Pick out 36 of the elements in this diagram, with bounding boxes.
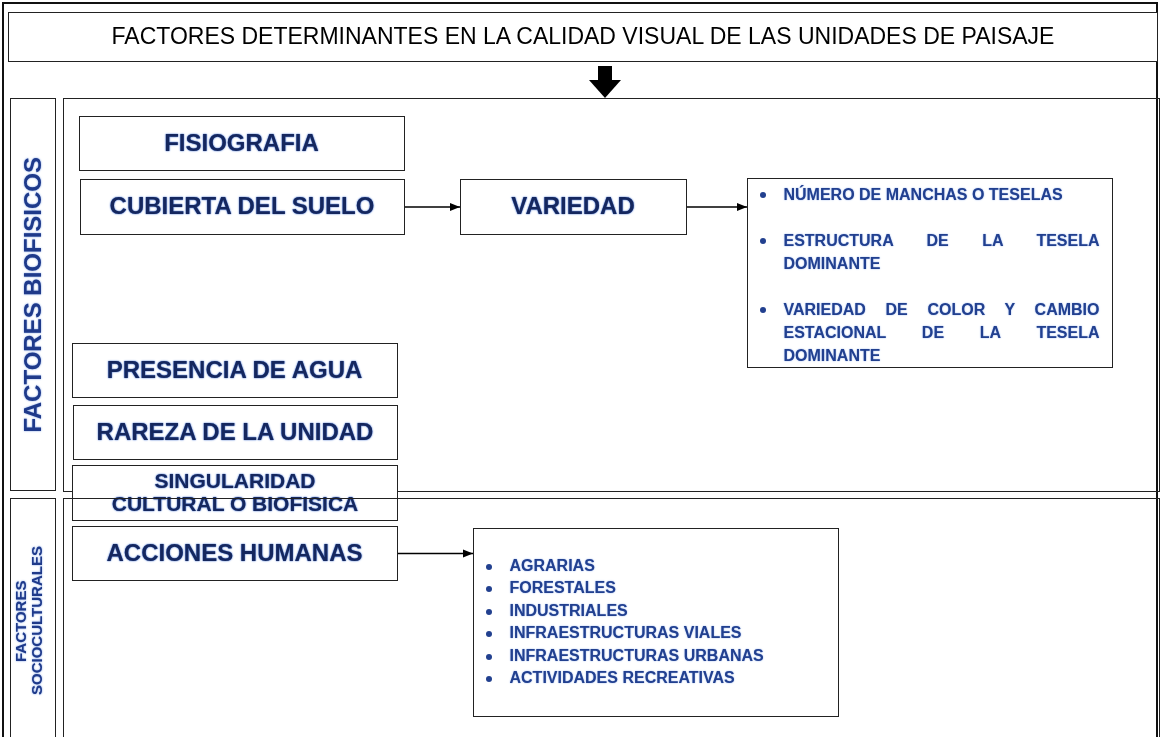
bullet-item: ACTIVIDADES RECREATIVAS [509, 668, 736, 688]
title-box [8, 12, 1158, 62]
box-label: PRESENCIA DE AGUA [106, 355, 363, 385]
factor-box [78, 115, 405, 171]
box-label: FISIOGRAFIA [164, 128, 319, 158]
bullet-list-box [472, 527, 839, 717]
vertical-label: FACTORES SOCIOCULTURALES [13, 545, 46, 697]
bullet-item: FORESTALES [509, 578, 617, 598]
side-label-box [10, 98, 56, 491]
bullet-item: NÚMERO DE MANCHAS O TESELAS [783, 184, 1064, 205]
panel [63, 98, 1160, 492]
factor-box [72, 404, 398, 460]
factor-box [79, 178, 405, 235]
bullet-item: INFRAESTRUCTURAS VIALES [509, 623, 743, 643]
arrow [589, 66, 621, 98]
box-label: VARIEDAD [511, 192, 635, 221]
bullet-list-box [746, 177, 1113, 368]
bullet-item: INDUSTRIALES [509, 600, 629, 621]
factor-box [71, 525, 398, 581]
factor-box [71, 342, 398, 398]
arrow [404, 203, 461, 211]
panel [63, 498, 1160, 737]
factor-box [459, 178, 687, 235]
heading: FACTORES DETERMINANTES EN LA CALIDAD VISUAL DE LAS UNIDADES DE PAISAJE [111, 23, 1055, 51]
bullet-item: INFRAESTRUCTURAS URBANAS [509, 645, 765, 666]
arrow [686, 203, 748, 211]
factor-box [72, 465, 398, 521]
box-label: CUBIERTA DEL SUELO [109, 192, 375, 221]
box-label: ACCIONES HUMANAS [106, 538, 363, 568]
bullet-item: AGRARIAS [509, 555, 596, 576]
side-label-box [10, 498, 56, 737]
vertical-label: FACTORES BIOFISICOS [18, 156, 47, 433]
bullet-item: ESTRUCTURA DE LA TESELA DOMINANTE [783, 230, 1100, 274]
box-label: RAREZA DE LA UNIDAD [96, 417, 374, 447]
bullet-item: VARIEDAD DE COLOR Y CAMBIO ESTACIONAL DE LA TESELA DOMINANTE [783, 299, 1100, 366]
arrow [397, 549, 474, 558]
